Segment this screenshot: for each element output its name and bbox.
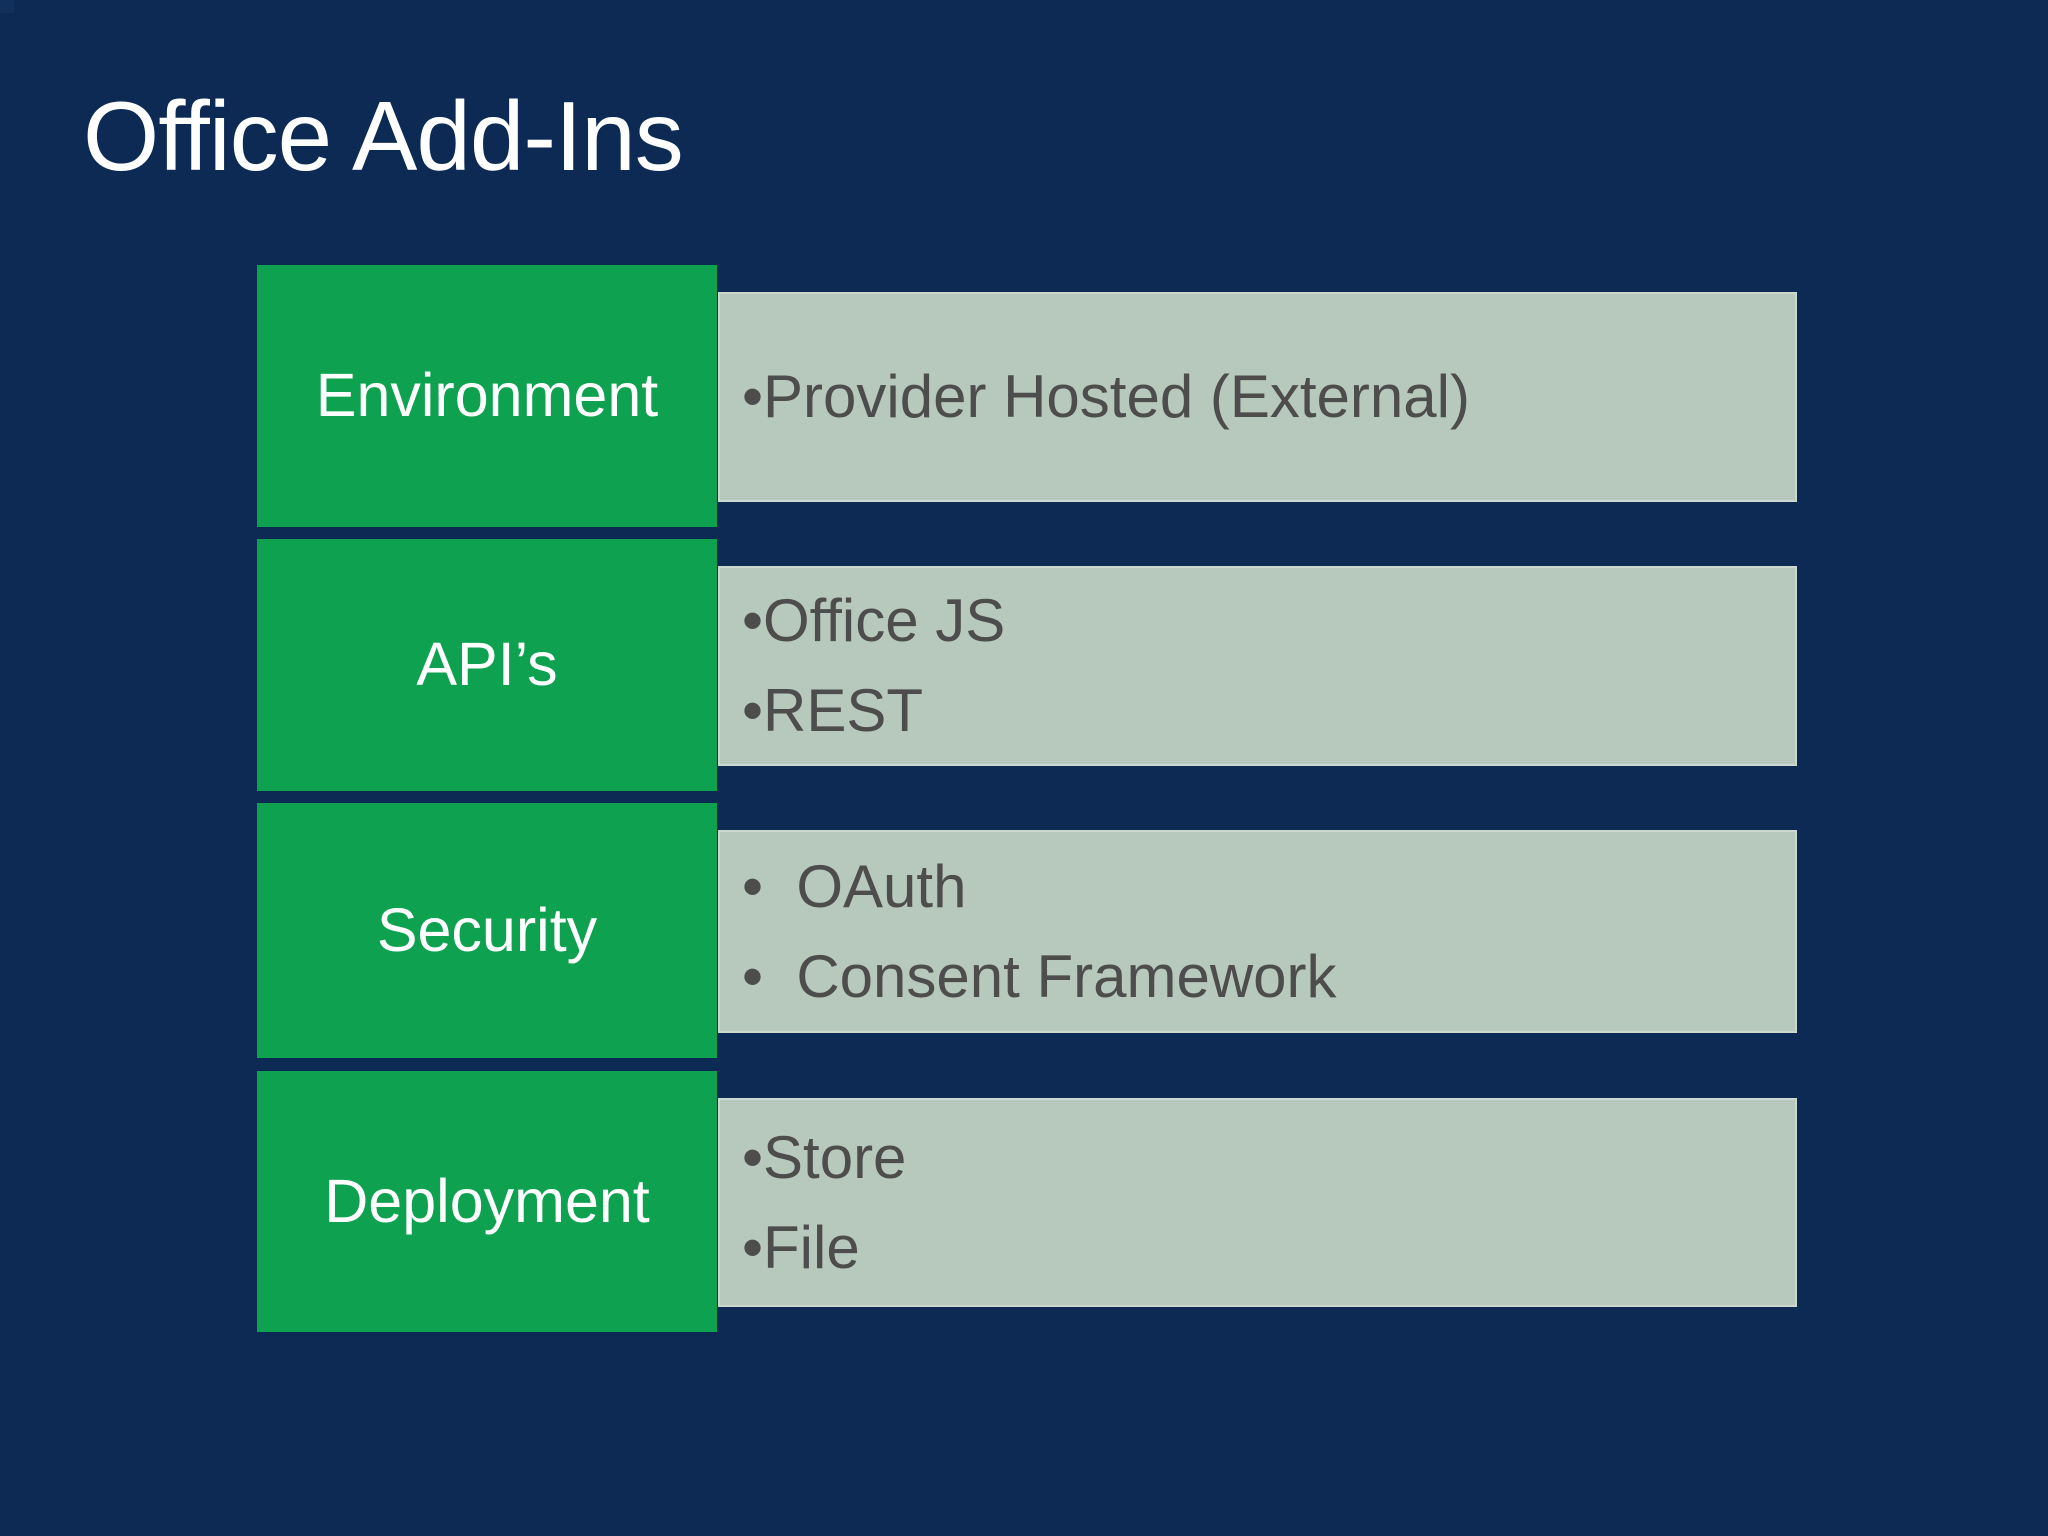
diagram-row-apis: API’s •Office JS •REST	[257, 539, 1797, 791]
diagram-row-environment: Environment •Provider Hosted (External)	[257, 265, 1797, 527]
bullet-item: •Office JS	[742, 587, 1006, 654]
content-box-security: • OAuth • Consent Framework	[718, 830, 1797, 1033]
bullet-item: •REST	[742, 677, 924, 744]
bullet-item: • OAuth	[742, 852, 967, 920]
label-box-security: Security	[257, 803, 717, 1058]
corner-artifact	[0, 0, 14, 13]
content-box-apis: •Office JS •REST	[718, 566, 1797, 766]
label-box-apis: API’s	[257, 539, 717, 791]
label-text: Security	[376, 895, 598, 964]
label-box-deployment: Deployment	[257, 1071, 717, 1332]
bullet-item: • Consent Framework	[742, 942, 1337, 1010]
bullet-item: •File	[742, 1213, 860, 1281]
label-text: API’s	[416, 630, 558, 699]
content-box-deployment: •Store •File	[718, 1098, 1797, 1307]
page-title: Office Add-Ins	[83, 81, 684, 191]
bullet-item: •Store	[742, 1123, 907, 1191]
diagram-row-security: Security • OAuth • Consent Framework	[257, 803, 1797, 1058]
label-text: Deployment	[324, 1166, 650, 1235]
label-text: Environment	[315, 361, 659, 430]
content-box-environment: •Provider Hosted (External)	[718, 292, 1797, 502]
bullet-item: •Provider Hosted (External)	[742, 363, 1470, 430]
diagram-row-deployment: Deployment •Store •File	[257, 1071, 1797, 1332]
label-box-environment: Environment	[257, 265, 717, 527]
